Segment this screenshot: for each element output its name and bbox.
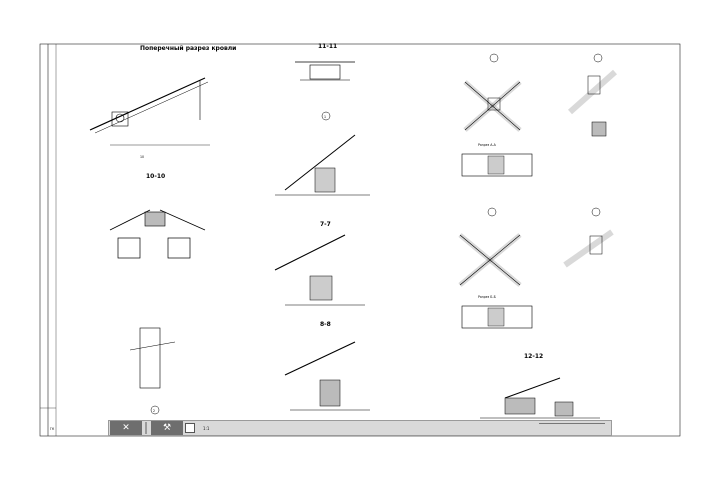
sheet-border — [39, 43, 681, 437]
zoom-label: 1:1 — [203, 425, 210, 431]
view-cross-4 — [563, 207, 614, 268]
view-title-s11: 11-11 — [318, 43, 337, 50]
toolbar-status — [539, 422, 605, 434]
view-cross-1 — [463, 53, 522, 132]
zoom-field[interactable] — [185, 423, 195, 433]
svg-text:10: 10 — [140, 155, 144, 159]
title-block-logo: ГК — [50, 427, 55, 431]
view-title-s10: 10-10 — [146, 173, 165, 180]
view-s7: 7-7 — [274, 221, 365, 306]
view-s12: 12-12 — [480, 353, 600, 419]
svg-text:2: 2 — [153, 409, 155, 413]
view-cross-3 — [458, 207, 522, 287]
view-cross-2 — [568, 53, 617, 137]
close-icon: ✕ — [122, 423, 130, 433]
view-title-s8: 8-8 — [320, 321, 331, 328]
view-title-cut-bb: Разрез Б-Б — [478, 295, 496, 299]
toolbar-separator — [145, 422, 147, 434]
view-n2: 2 — [129, 327, 176, 415]
view-title-cut-aa: Разрез А-А — [478, 143, 497, 147]
view-title-s7: 7-7 — [320, 221, 331, 228]
view-n1: 1 — [275, 111, 370, 196]
view-s8: 8-8 — [284, 321, 370, 411]
view-title-main: Поперечный разрез кровли — [140, 45, 236, 52]
view-title-s12: 12-12 — [524, 353, 543, 360]
view-s10: 10-10 — [109, 173, 206, 259]
close-button[interactable]: ✕ — [110, 421, 142, 435]
view-s11: 11-11 — [295, 43, 355, 81]
view-main: Поперечный разрез кровли 10 — [89, 45, 236, 159]
view-cut-bb: Разрез Б-Б — [461, 295, 533, 329]
tools-button[interactable]: ⚒ — [151, 421, 183, 435]
view-cut-aa: Разрез А-А — [461, 143, 533, 177]
tools-icon: ⚒ — [162, 423, 172, 433]
viewer-toolbar: ✕ ⚒ 1:1 — [108, 420, 612, 436]
svg-text:1: 1 — [324, 115, 326, 119]
